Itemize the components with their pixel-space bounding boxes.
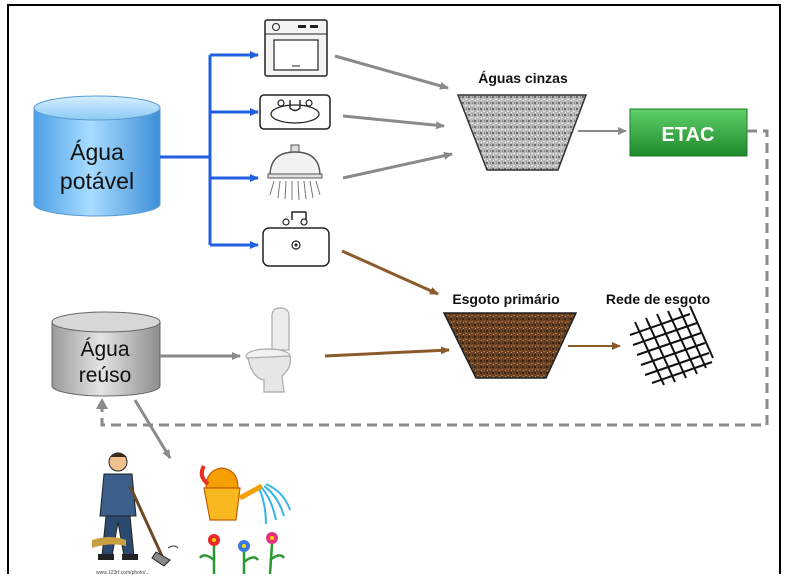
greywater-basin: Águas cinzas bbox=[456, 70, 588, 171]
potable-distribution-lines bbox=[160, 51, 259, 249]
etac-box: ETAC bbox=[629, 108, 748, 157]
gardener-icon: www.123rf.com/photo/... bbox=[92, 452, 179, 576]
sewer-grid-icon bbox=[629, 305, 714, 386]
shower-icon bbox=[267, 144, 323, 201]
watering-can-flowers-icon bbox=[198, 464, 291, 575]
greywater-arrows bbox=[334, 54, 453, 180]
toilet-to-sewage-arrow bbox=[324, 346, 450, 358]
washing-machine-icon bbox=[264, 19, 328, 77]
reuse-return-dashed-line bbox=[100, 129, 769, 427]
primary-sewage-label: Esgoto primário bbox=[452, 291, 559, 307]
reuse-water-label-line2: reúso bbox=[79, 364, 132, 387]
sewer-network-label: Rede de esgoto bbox=[606, 291, 710, 307]
potable-water-label-line1: Água bbox=[70, 139, 124, 165]
reuse-water-tank: Água reúso bbox=[51, 311, 161, 397]
potable-water-tank: Água potável bbox=[33, 95, 161, 217]
illustration-caption: www.123rf.com/photo/... bbox=[96, 570, 150, 576]
reuse-return-arrowhead bbox=[96, 398, 108, 409]
reuse-to-irrigation-arrow bbox=[133, 399, 172, 459]
sewer-network: Rede de esgoto bbox=[606, 291, 714, 386]
toilet-icon bbox=[245, 307, 291, 393]
diagram-frame bbox=[7, 4, 781, 574]
etac-label: ETAC bbox=[662, 124, 715, 146]
greywater-label: Águas cinzas bbox=[478, 70, 568, 86]
potable-water-label-line2: potável bbox=[60, 168, 134, 194]
bathroom-sink-icon bbox=[259, 94, 331, 130]
reuse-water-label-line1: Água bbox=[80, 338, 129, 361]
kitchen-sink-icon bbox=[262, 211, 330, 267]
primary-sewage-basin: Esgoto primário bbox=[442, 291, 578, 379]
kitchen-to-sewage-arrow bbox=[341, 249, 439, 296]
